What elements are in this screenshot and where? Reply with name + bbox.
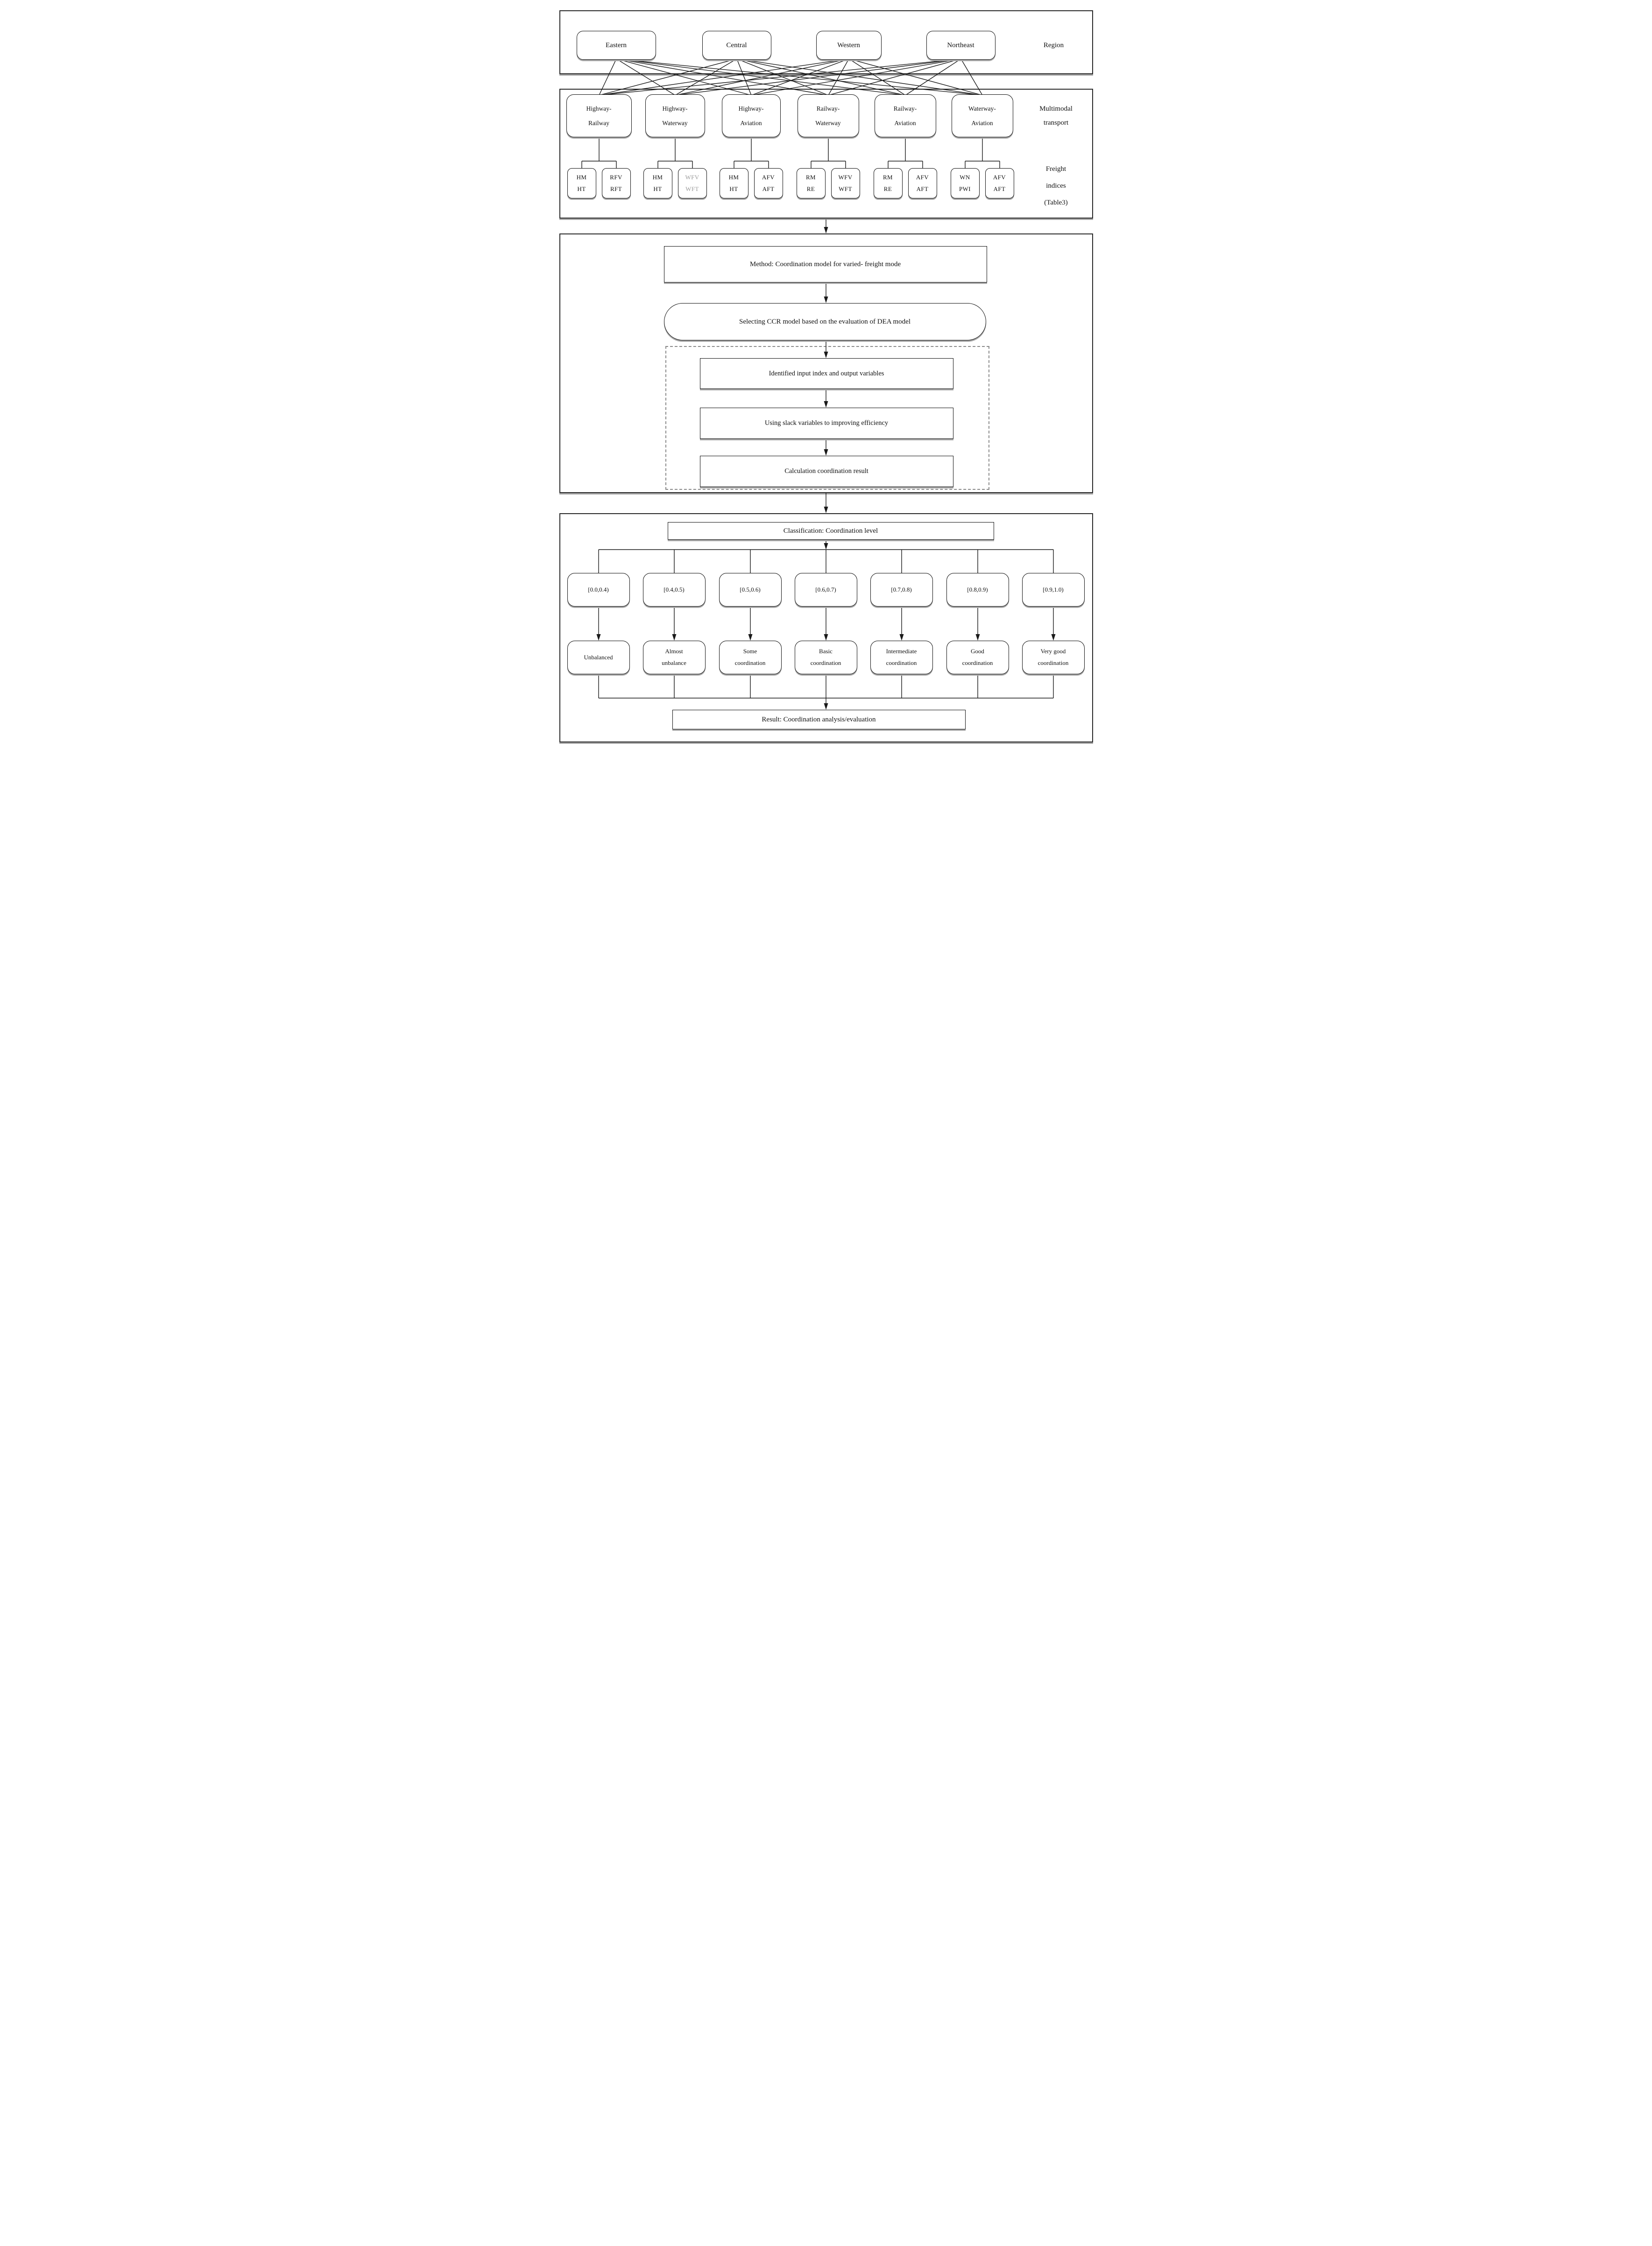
mode-box-highway-waterway: Highway- Waterway bbox=[645, 94, 705, 137]
level-box: Unbalanced bbox=[567, 641, 630, 674]
level-box: Intermediate coordination bbox=[870, 641, 933, 674]
region-label: Western bbox=[837, 41, 860, 49]
range-box: [0.9,1.0) bbox=[1022, 573, 1085, 607]
freight-index-box: HM HT bbox=[643, 168, 672, 198]
level-box: Good coordination bbox=[946, 641, 1009, 674]
region-box-northeast: Northeast bbox=[926, 31, 995, 60]
step-label: Calculation coordination result bbox=[784, 467, 868, 475]
method-title: Method: Coordination model for varied- f… bbox=[749, 260, 901, 268]
dea-steps-group bbox=[665, 346, 989, 490]
mode-box-railway-aviation: Railway- Aviation bbox=[874, 94, 936, 137]
region-label: Northeast bbox=[947, 41, 974, 49]
range-box: [0.6,0.7) bbox=[794, 573, 857, 607]
mode-box-highway-railway: Highway- Railway bbox=[566, 94, 632, 137]
step-label: Identified input index and output variab… bbox=[769, 369, 884, 377]
result-box: Result: Coordination analysis/evaluation bbox=[672, 710, 966, 729]
step-box-calculation: Calculation coordination result bbox=[699, 456, 953, 487]
mode-box-railway-waterway: Railway- Waterway bbox=[797, 94, 859, 137]
flowchart: Eastern Central Western Northeast Region… bbox=[551, 0, 1101, 749]
freight-index-box: RFV RFT bbox=[601, 168, 631, 198]
level-box: Almost unbalance bbox=[642, 641, 706, 674]
step-box-input-output: Identified input index and output variab… bbox=[699, 358, 953, 389]
region-box-eastern: Eastern bbox=[576, 31, 656, 60]
freight-index-box: RM RE bbox=[873, 168, 903, 198]
ccr-selection-box: Selecting CCR model based on the evaluat… bbox=[664, 303, 986, 340]
range-box: [0.7,0.8) bbox=[870, 573, 933, 607]
freight-index-box: WFV WFT bbox=[678, 168, 707, 198]
freight-index-box: AFV AFT bbox=[754, 168, 783, 198]
section-classification bbox=[559, 513, 1093, 742]
freight-index-box: WFV WFT bbox=[831, 168, 860, 198]
classification-title: Classification: Coordination level bbox=[783, 527, 878, 535]
region-label: Eastern bbox=[606, 41, 627, 49]
ccr-selection-label: Selecting CCR model based on the evaluat… bbox=[739, 318, 911, 325]
freight-index-box: WN PWI bbox=[950, 168, 980, 198]
step-box-slack-variables: Using slack variables to improving effic… bbox=[699, 408, 953, 439]
freight-index-box: HM HT bbox=[719, 168, 748, 198]
region-box-western: Western bbox=[816, 31, 882, 60]
method-box: Method: Coordination model for varied- f… bbox=[664, 246, 987, 283]
freight-index-box: AFV AFT bbox=[908, 168, 937, 198]
level-box: Very good coordination bbox=[1022, 641, 1085, 674]
region-label: Central bbox=[726, 41, 747, 49]
range-box: [0.5,0.6) bbox=[719, 573, 782, 607]
range-box: [0.8,0.9) bbox=[946, 573, 1009, 607]
level-box: Basic coordination bbox=[794, 641, 857, 674]
freight-index-box: RM RE bbox=[796, 168, 826, 198]
range-box: [0.0,0.4) bbox=[567, 573, 630, 607]
freight-index-box: HM HT bbox=[567, 168, 596, 198]
step-label: Using slack variables to improving effic… bbox=[764, 419, 889, 427]
multimodal-axis-label: Multimodal transport bbox=[1039, 105, 1073, 127]
mode-box-waterway-aviation: Waterway- Aviation bbox=[951, 94, 1013, 137]
freight-axis-label: Freight indices (Table3) bbox=[1044, 165, 1068, 206]
result-label: Result: Coordination analysis/evaluation bbox=[762, 715, 876, 723]
mode-box-highway-aviation: Highway- Aviation bbox=[721, 94, 781, 137]
freight-index-box: AFV AFT bbox=[985, 168, 1014, 198]
region-box-central: Central bbox=[702, 31, 771, 60]
region-axis-label: Region bbox=[1043, 42, 1064, 49]
range-box: [0.4,0.5) bbox=[642, 573, 706, 607]
classification-box: Classification: Coordination level bbox=[667, 522, 994, 540]
level-box: Some coordination bbox=[719, 641, 782, 674]
